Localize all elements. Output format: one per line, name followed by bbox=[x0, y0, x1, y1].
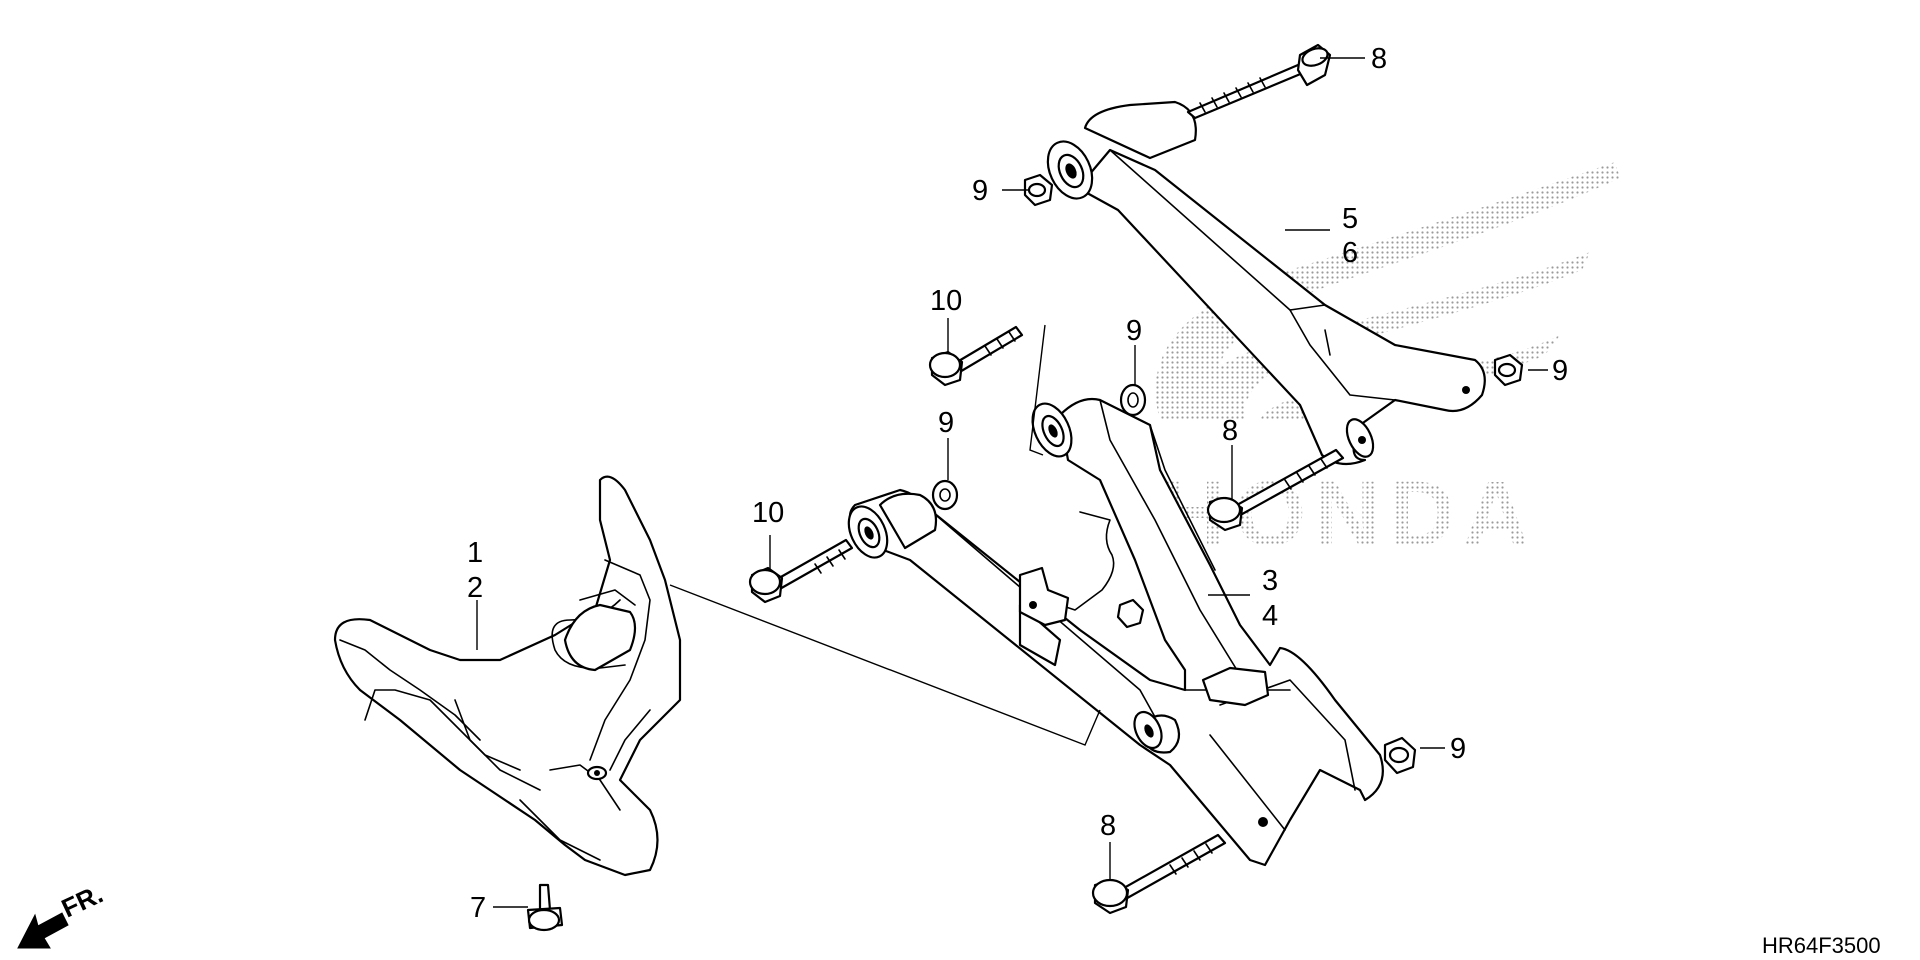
upper-arm-part-5-6 bbox=[1046, 100, 1486, 466]
nut-part-9-c bbox=[931, 479, 959, 511]
bolt-part-8-middle bbox=[1206, 448, 1345, 532]
nut-small bbox=[1116, 598, 1145, 629]
lower-arm-part-3-4 bbox=[847, 397, 1384, 867]
callout-4: 4 bbox=[1262, 600, 1278, 632]
callout-6: 6 bbox=[1342, 237, 1358, 269]
callout-9-a: 9 bbox=[972, 175, 988, 207]
callout-3: 3 bbox=[1262, 565, 1278, 597]
callout-8-bottom: 8 bbox=[1100, 810, 1116, 842]
callout-9-c: 9 bbox=[938, 407, 954, 439]
assembly-guide-lines bbox=[669, 324, 1101, 746]
leader-lines bbox=[476, 57, 1548, 908]
bolt-part-8-bottom bbox=[1091, 833, 1227, 915]
callout-10-lower: 10 bbox=[752, 497, 784, 529]
nut-part-9-b bbox=[1119, 383, 1147, 417]
callout-10-upper: 10 bbox=[930, 285, 962, 317]
screw-part-7 bbox=[526, 883, 564, 932]
callout-7: 7 bbox=[470, 892, 486, 924]
callout-8-top: 8 bbox=[1371, 43, 1387, 75]
bolt-part-10-lower bbox=[748, 538, 854, 604]
callout-numbers: 8 9 5 6 10 9 9 8 9 10 3 4 1 2 9 8 7 bbox=[467, 43, 1568, 924]
callout-1: 1 bbox=[467, 537, 483, 569]
nut-part-9-a bbox=[1023, 173, 1054, 207]
callout-9-b: 9 bbox=[1126, 315, 1142, 347]
callout-9-d: 9 bbox=[1552, 355, 1568, 387]
bolt-part-8-top bbox=[1186, 43, 1332, 120]
bolt-part-10-upper bbox=[928, 325, 1024, 387]
front-direction-indicator: FR. bbox=[17, 879, 108, 949]
callout-2: 2 bbox=[467, 572, 483, 604]
callout-5: 5 bbox=[1342, 203, 1358, 235]
callout-9-e: 9 bbox=[1450, 733, 1466, 765]
front-direction-label: FR. bbox=[57, 879, 108, 924]
callout-8-middle: 8 bbox=[1222, 415, 1238, 447]
front-direction-arrow-icon bbox=[17, 912, 69, 949]
diagram-code: HR64F3500 bbox=[1762, 933, 1881, 958]
arm-protector-part-1-2 bbox=[333, 475, 682, 877]
nut-part-9-e bbox=[1383, 736, 1417, 775]
nut-part-9-d bbox=[1493, 353, 1524, 387]
